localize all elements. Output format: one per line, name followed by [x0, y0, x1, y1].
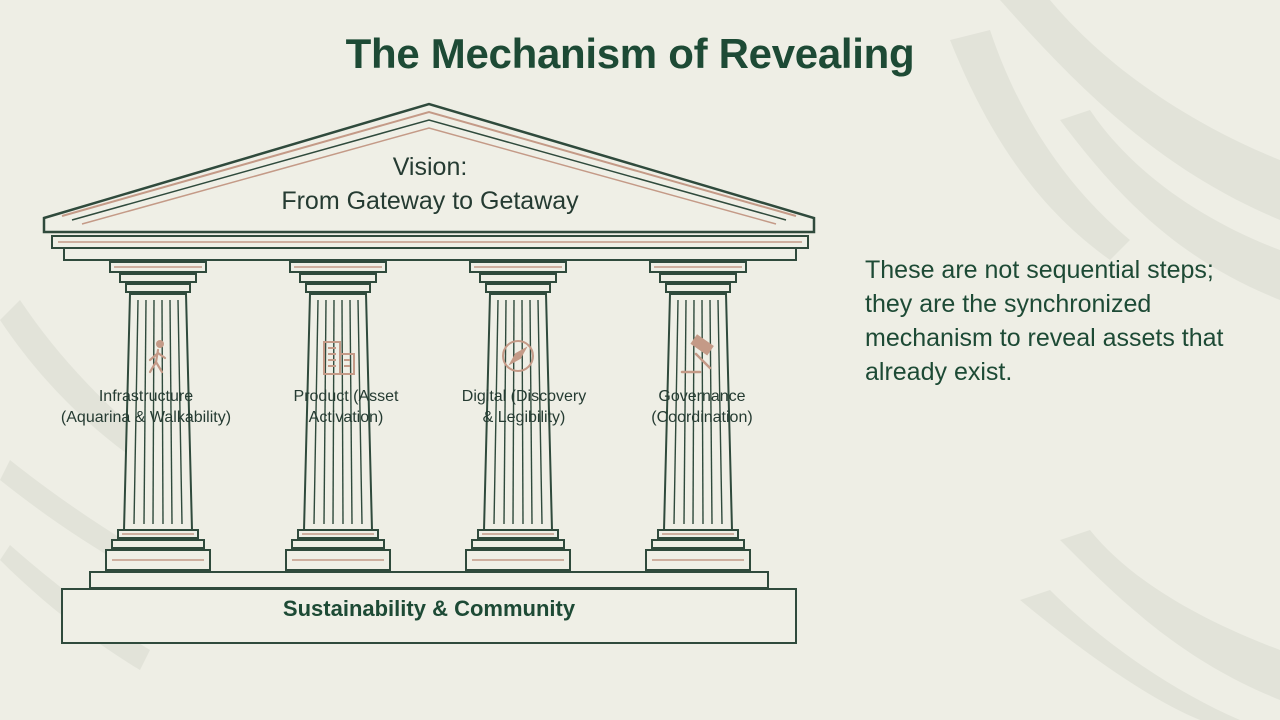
slide-title: The Mechanism of Revealing [345, 30, 915, 77]
pedestrian-icon [148, 340, 167, 374]
entablature [51, 235, 809, 261]
gavel-icon [680, 334, 714, 374]
pillar-label-infrastructure: Infrastructure (Aquarina & Walkability) [60, 388, 232, 426]
compass-icon [502, 340, 534, 372]
pillar-label-governance: Governance (Coordination) [651, 388, 753, 426]
vision-text: Vision: From Gateway to Getaway [230, 150, 630, 218]
side-note: These are not sequential steps; they are… [865, 256, 1224, 386]
foundation-label: Sustainability & Community [282, 596, 576, 621]
building-icon [323, 341, 355, 375]
vision-statement: From Gateway to Getaway [281, 187, 579, 215]
stylobate [61, 571, 797, 644]
pillar-label-product: Product (Asset Activation) [293, 388, 399, 426]
pillar-label-digital: Digital (Discovery & Legibility) [461, 388, 587, 426]
column [105, 261, 211, 571]
pediment [42, 102, 816, 234]
vision-heading: Vision: [392, 153, 468, 181]
